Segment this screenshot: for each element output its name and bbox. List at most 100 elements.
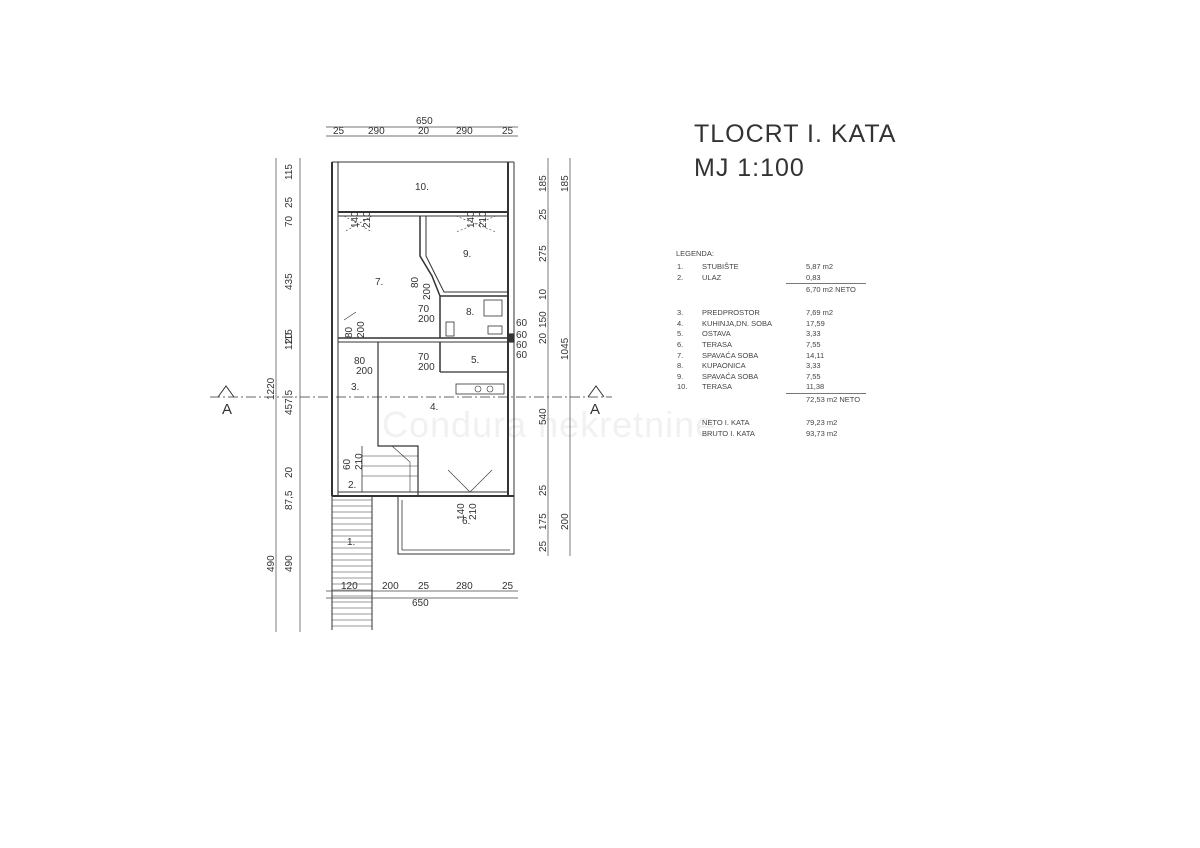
drawing-scale: MJ 1:100 xyxy=(694,154,805,182)
room-numbers: 1.2.3.4.5.6.7.8.9.10. xyxy=(347,182,479,548)
dimension-label: 200 xyxy=(560,513,571,530)
legend-value: 0,83 xyxy=(806,272,821,282)
legend-no: 4. xyxy=(677,318,684,328)
dimension-label: 80 xyxy=(354,356,366,367)
legend-value: 5,87 m2 xyxy=(806,262,834,271)
dimension-label: 60 xyxy=(516,330,528,341)
room-number: 4. xyxy=(430,402,438,413)
floor-plan-walls xyxy=(331,161,515,630)
dimension-label: 20 xyxy=(538,332,549,344)
dimension-label: 200 xyxy=(382,581,399,592)
legend-no: 10. xyxy=(677,382,688,392)
legend-no: 8. xyxy=(677,361,684,371)
legend-label: SPAVAĆA SOBA xyxy=(702,371,759,381)
dimension-label: 80 xyxy=(410,276,421,288)
watermark-text: Condura nekretnine xyxy=(382,404,717,445)
legend-value: 17,59 xyxy=(806,318,825,328)
legend-label: PREDPROSTOR xyxy=(702,308,760,318)
legend-label: SPAVAĆA SOBA xyxy=(702,350,759,360)
dimension-lines xyxy=(275,126,571,632)
dimension-label: 490 xyxy=(266,555,277,572)
room-number: 5. xyxy=(471,355,479,366)
dimension-label: 1115 xyxy=(284,329,295,350)
dimension-label: 150 xyxy=(538,311,549,328)
dimension-label: 185 xyxy=(538,175,549,192)
dimension-label: 540 xyxy=(538,408,549,425)
legend-no: 1. xyxy=(677,262,684,271)
legend-label: OSTAVA xyxy=(702,329,731,339)
legend-total-label: BRUTO I. KATA xyxy=(702,428,755,438)
dimension-label: 80 xyxy=(344,326,355,338)
legend-value: 14,11 xyxy=(806,350,825,360)
legend-header: LEGENDA: xyxy=(676,249,714,258)
legend-row: 1. STUBIŠTE 5,87 m2 xyxy=(676,262,876,273)
dimension-label: 25 xyxy=(502,126,514,137)
dimension-label: 280 xyxy=(456,581,473,592)
legend-total-row: BRUTO I. KATA 93,73 m2 xyxy=(676,429,876,440)
room-number: 8. xyxy=(466,307,474,318)
legend-row: 3. PREDPROSTOR 7,69 m2 xyxy=(676,308,876,319)
dimension-label: 87,5 xyxy=(284,490,295,510)
dimension-label: 140 xyxy=(456,503,467,520)
legend-no: 9. xyxy=(677,371,684,381)
section-marker-right: A xyxy=(590,401,600,418)
dimension-label: 60 xyxy=(516,318,528,329)
dimension-label: 115 xyxy=(284,164,295,180)
room-number: 1. xyxy=(347,537,355,548)
dimension-label: 210 xyxy=(468,503,479,520)
drawing-title: TLOCRT I. KATA xyxy=(694,120,897,148)
legend-total-value: 93,73 m2 xyxy=(806,428,838,438)
dimension-label: 25 xyxy=(538,484,549,496)
dimension-label: 290 xyxy=(456,126,473,137)
section-marker-left: A xyxy=(222,401,232,418)
dimension-label: 200 xyxy=(356,366,373,377)
dimension-label: 60 xyxy=(516,340,528,351)
dimension-label: 25 xyxy=(538,540,549,552)
legend-label: TERASA xyxy=(702,382,733,392)
legend-total-label: NETO I. KATA xyxy=(702,417,750,427)
legend-value: 7,69 m2 xyxy=(806,308,834,318)
dimension-label: 140 xyxy=(350,211,361,228)
dimension-label: 25 xyxy=(333,126,345,137)
dimension-label: 200 xyxy=(356,321,367,338)
legend-no: 2. xyxy=(677,272,684,282)
room-number: 9. xyxy=(463,249,471,260)
dimension-label: 650 xyxy=(416,116,433,127)
dimension-label: 435 xyxy=(284,273,295,290)
dimension-label: 140 xyxy=(466,211,477,228)
legend-no: 7. xyxy=(677,350,684,360)
dimension-label: 457,5 xyxy=(284,390,295,415)
dimension-label: 650 xyxy=(412,598,429,609)
dimension-label: 60 xyxy=(516,350,528,361)
dimension-label: 25 xyxy=(284,196,295,208)
legend-label: STUBIŠTE xyxy=(702,262,739,271)
dimension-label: 200 xyxy=(418,362,435,373)
legend-label: ULAZ xyxy=(702,272,722,282)
legend-total-value: 79,23 m2 xyxy=(806,417,838,427)
dimension-label: 10 xyxy=(538,288,549,300)
legend-value: 7,55 xyxy=(806,371,821,381)
legend-row: 2. ULAZ 0,83 xyxy=(676,273,876,284)
dimension-label: 20 xyxy=(284,332,295,344)
dimension-label: 175 xyxy=(538,513,549,530)
dimension-label: 25 xyxy=(502,581,514,592)
dimension-label: 25 xyxy=(418,581,430,592)
legend-no: 6. xyxy=(677,339,684,349)
dimension-label: 275 xyxy=(538,245,549,262)
dimension-label: 490 xyxy=(284,555,295,572)
dimension-label: 290 xyxy=(368,126,385,137)
legend-no: 3. xyxy=(677,308,684,318)
section-line xyxy=(210,385,612,398)
room-number: 7. xyxy=(375,277,383,288)
dimension-label: 25 xyxy=(538,208,549,220)
legend-subtotal-2: 72,53 m2 NETO xyxy=(786,392,866,406)
legend-label: TERASA xyxy=(702,339,733,349)
dimension-label: 200 xyxy=(422,283,433,300)
dimension-label: 70 xyxy=(418,352,430,363)
dimension-label: 210 xyxy=(354,453,365,470)
